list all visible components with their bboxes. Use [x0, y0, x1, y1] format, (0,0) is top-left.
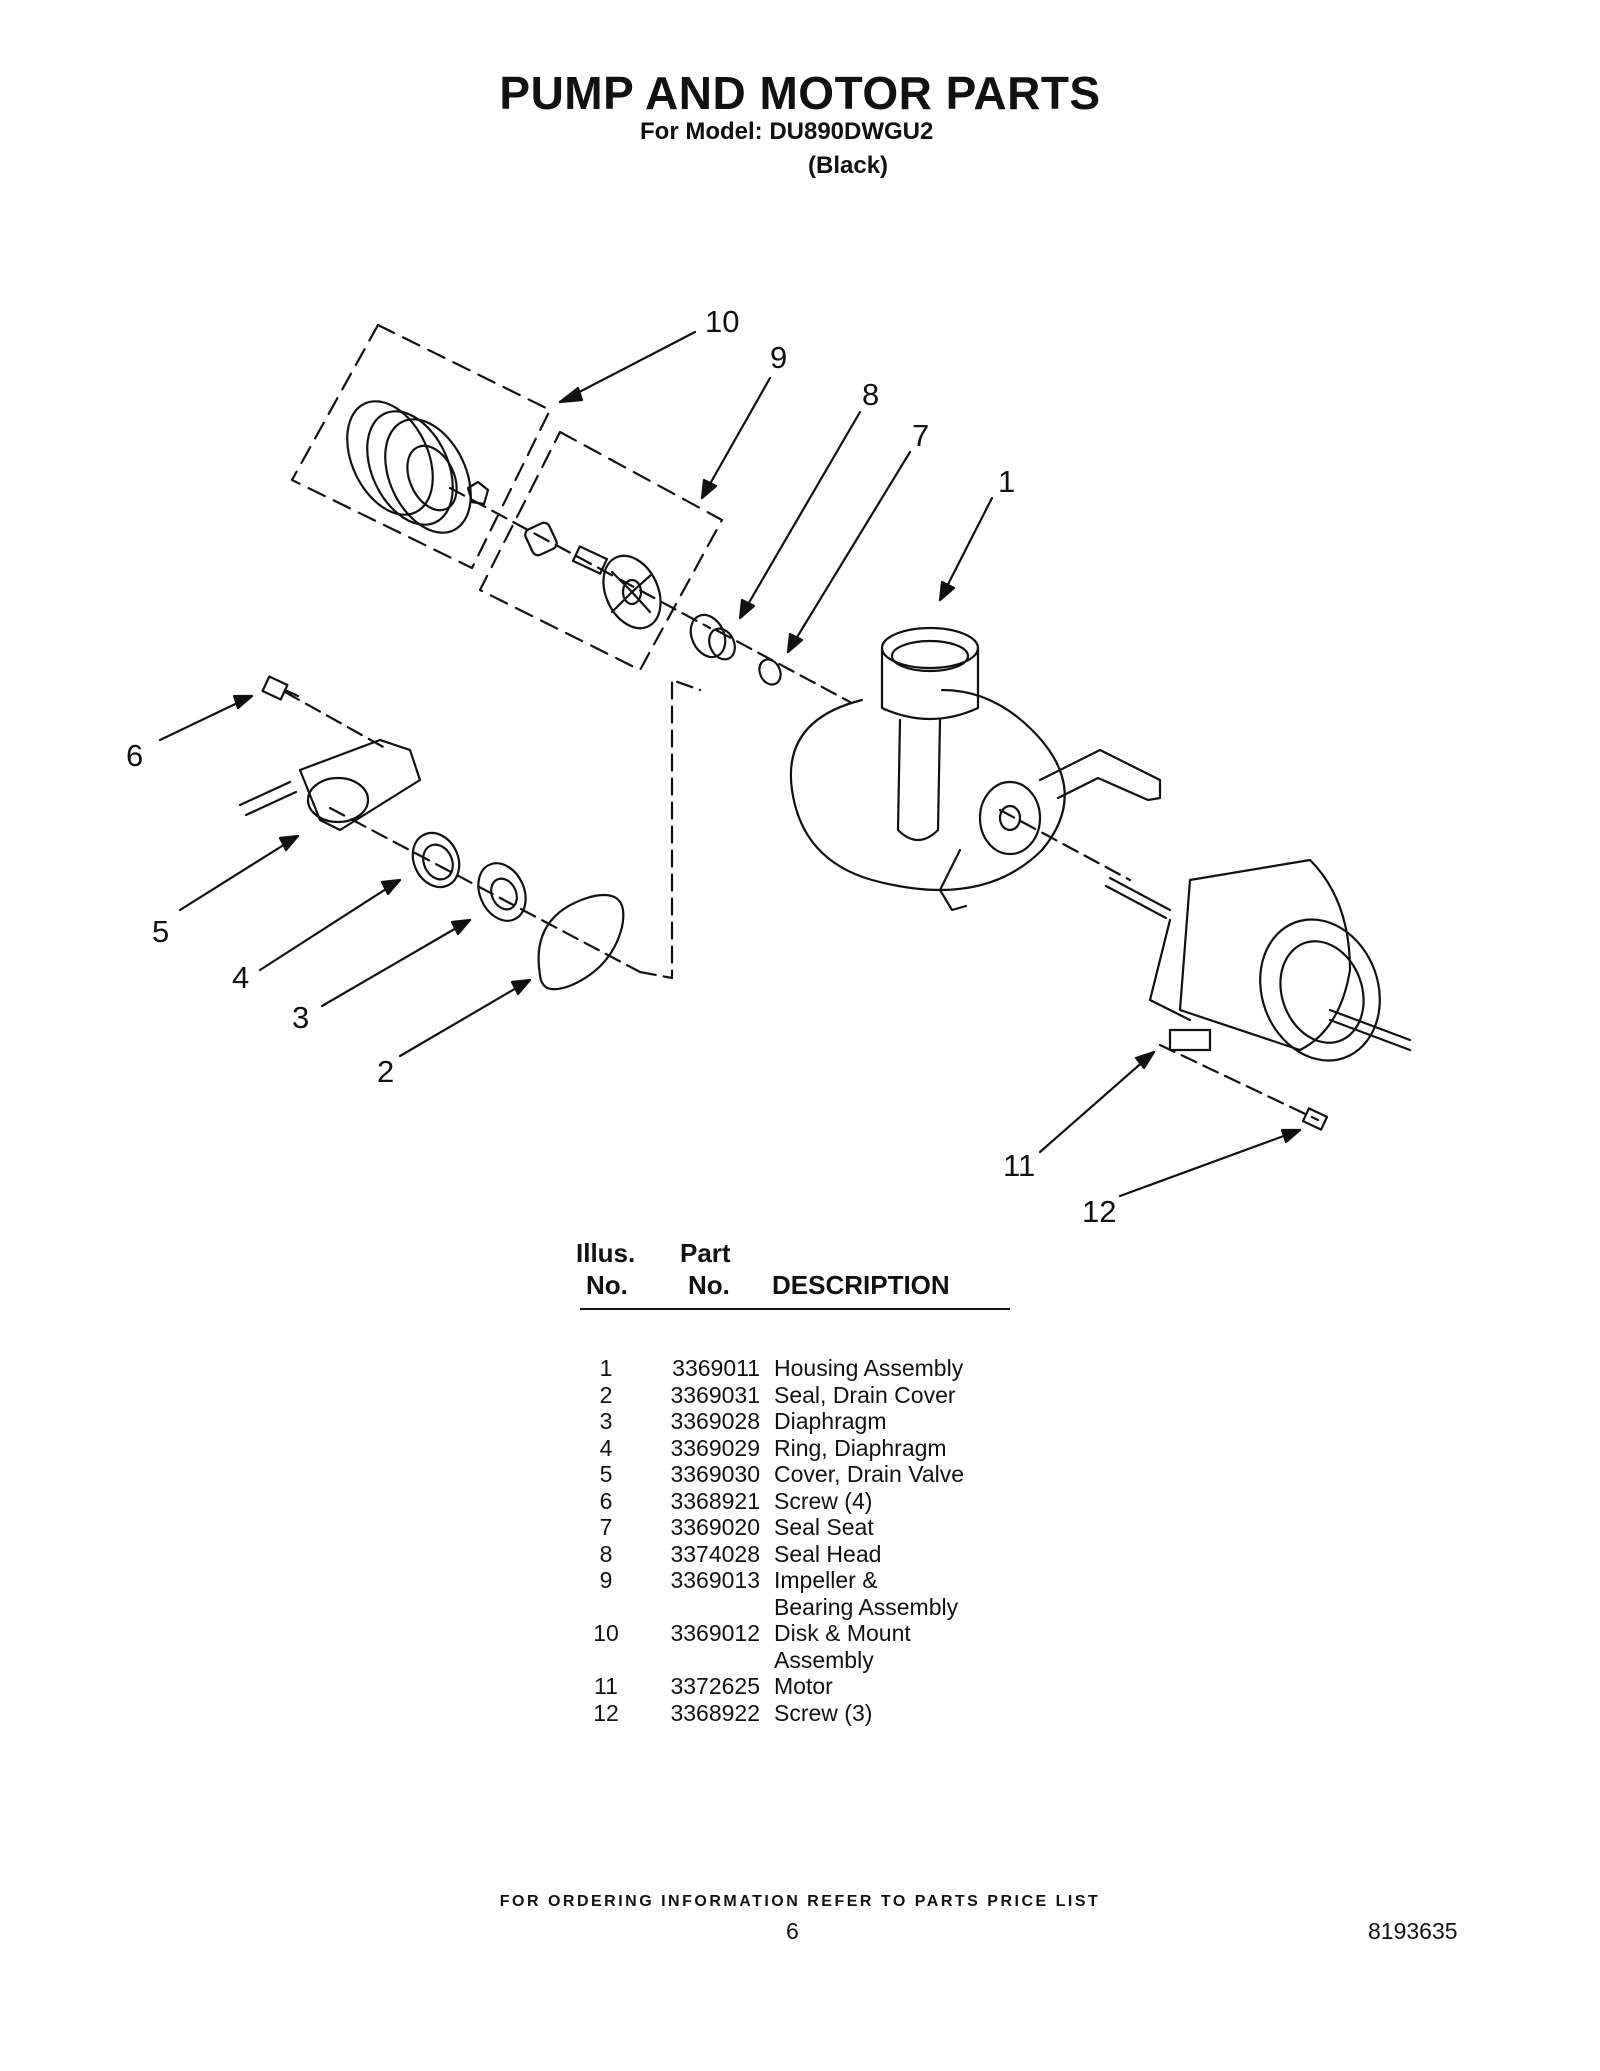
callout-3: 3	[292, 1000, 309, 1035]
header-rule	[580, 1308, 1010, 1310]
table-row: Assembly	[560, 1647, 1034, 1674]
table-row: 9 3369013 Impeller &	[560, 1567, 1034, 1594]
illus-no: 2	[599, 1381, 613, 1408]
part-no: 3369011	[672, 1355, 760, 1381]
table-row: 2 3369031 Seal, Drain Cover	[560, 1382, 1034, 1409]
part-no: 3369030	[670, 1461, 760, 1487]
housing-assembly-part	[789, 626, 1162, 912]
seal-head-part	[689, 613, 736, 661]
callout-10: 10	[705, 304, 739, 339]
table-row: 10 3369012 Disk & Mount	[560, 1620, 1034, 1647]
part-description: Diaphragm	[774, 1408, 887, 1434]
diaphragm-ring-part	[411, 831, 461, 889]
parts-list: 1 3369011 Housing Assembly 2 3369031 Seal, D…	[560, 1355, 1034, 1726]
part-no: 3369013	[670, 1567, 760, 1593]
illus-no: 12	[593, 1699, 619, 1726]
table-row: 11 3372625 Motor	[560, 1673, 1034, 1700]
part-no: 3369028	[670, 1408, 760, 1434]
ordering-note: FOR ORDERING INFORMATION REFER TO PARTS …	[499, 1893, 1101, 1910]
table-row: 6 3368921 Screw (4)	[560, 1488, 1034, 1515]
disk-mount-part	[346, 400, 490, 534]
illus-no: 9	[599, 1567, 613, 1593]
screw-6-part	[261, 675, 300, 701]
document-number: 8193635	[1368, 1918, 1458, 1944]
illus-no	[560, 1594, 652, 1621]
illus-no: 6	[599, 1487, 613, 1514]
callout-9: 9	[770, 340, 787, 375]
model-line: For Model: DU890DWGU2	[640, 118, 934, 145]
callout-1: 1	[998, 464, 1015, 499]
callout-12: 12	[1082, 1194, 1116, 1229]
page-number: 6	[786, 1918, 799, 1944]
part-description: Seal Seat	[774, 1514, 874, 1540]
screw-12-part	[1301, 1107, 1329, 1131]
callout-5: 5	[152, 914, 169, 949]
leader-lines	[158, 330, 1302, 1198]
diaphragm-part	[477, 862, 527, 922]
impeller-group-box	[478, 430, 724, 672]
callout-7: 7	[912, 418, 929, 453]
table-row: 4 3369029 Ring, Diaphragm	[560, 1435, 1034, 1462]
part-no	[652, 1594, 774, 1621]
part-description: Screw (3)	[774, 1699, 873, 1726]
drain-valve-cover-part	[238, 738, 422, 832]
illus-no	[560, 1647, 652, 1674]
header-description: DESCRIPTION	[772, 1270, 950, 1300]
seal-seat-part	[758, 658, 782, 686]
part-no: 3372625	[670, 1673, 760, 1699]
part-description: Screw (4)	[774, 1487, 873, 1514]
illus-no: 10	[593, 1620, 619, 1646]
header-illus-bottom: No.	[586, 1270, 628, 1300]
header-illus-top: Illus.	[576, 1238, 636, 1268]
illus-no: 4	[599, 1434, 613, 1461]
part-no: 3369012	[670, 1620, 760, 1646]
table-row: 5 3369030 Cover, Drain Valve	[560, 1461, 1034, 1488]
part-no: 3374028	[670, 1540, 760, 1567]
part-description: Bearing Assembly	[774, 1593, 959, 1620]
illus-no: 3	[599, 1408, 613, 1434]
header-part-bottom: No.	[688, 1270, 730, 1300]
illus-no: 1	[599, 1355, 613, 1381]
table-row: Bearing Assembly	[560, 1594, 1034, 1621]
part-description: Cover, Drain Valve	[774, 1461, 965, 1487]
part-no	[652, 1647, 774, 1674]
part-description: Seal, Drain Cover	[774, 1381, 956, 1408]
illus-no: 8	[599, 1540, 613, 1567]
part-description: Assembly	[774, 1646, 874, 1673]
callout-2: 2	[377, 1054, 394, 1089]
table-row: 3 3369028 Diaphragm	[560, 1408, 1034, 1435]
callout-8: 8	[862, 377, 879, 412]
part-no: 3368922	[670, 1699, 760, 1726]
disk-mount-group-box	[290, 323, 552, 570]
table-row: 1 3369011 Housing Assembly	[560, 1355, 1034, 1382]
part-description: Impeller &	[774, 1567, 878, 1593]
part-description: Housing Assembly	[774, 1355, 964, 1381]
illus-no: 7	[599, 1514, 613, 1540]
part-no: 3369029	[670, 1434, 760, 1461]
table-row: 8 3374028 Seal Head	[560, 1541, 1034, 1568]
exploded-parts-diagram: 10 9 8 7 1 6 5 4 3 2 11 12	[126, 304, 1412, 1229]
drain-cover-seal-part	[537, 893, 625, 991]
part-description: Motor	[774, 1673, 833, 1699]
header-part-top: Part	[680, 1238, 731, 1268]
table-row: 12 3368922 Screw (3)	[560, 1700, 1034, 1727]
part-no: 3368921	[670, 1487, 760, 1514]
part-no: 3369020	[670, 1514, 760, 1540]
callout-4: 4	[232, 960, 249, 995]
part-description: Ring, Diaphragm	[774, 1434, 947, 1461]
motor-part	[1104, 858, 1412, 1062]
page-title: PUMP AND MOTOR PARTS	[499, 67, 1101, 119]
illus-no: 5	[599, 1461, 613, 1487]
color-line: (Black)	[808, 152, 889, 179]
part-no: 3369031	[670, 1381, 760, 1408]
illus-no: 11	[594, 1673, 618, 1699]
callout-6: 6	[126, 738, 143, 773]
table-row: 7 3369020 Seal Seat	[560, 1514, 1034, 1541]
impeller-part	[524, 521, 662, 630]
part-description: Disk & Mount	[774, 1620, 911, 1646]
callout-11: 11	[1003, 1148, 1035, 1183]
part-description: Seal Head	[774, 1540, 882, 1567]
